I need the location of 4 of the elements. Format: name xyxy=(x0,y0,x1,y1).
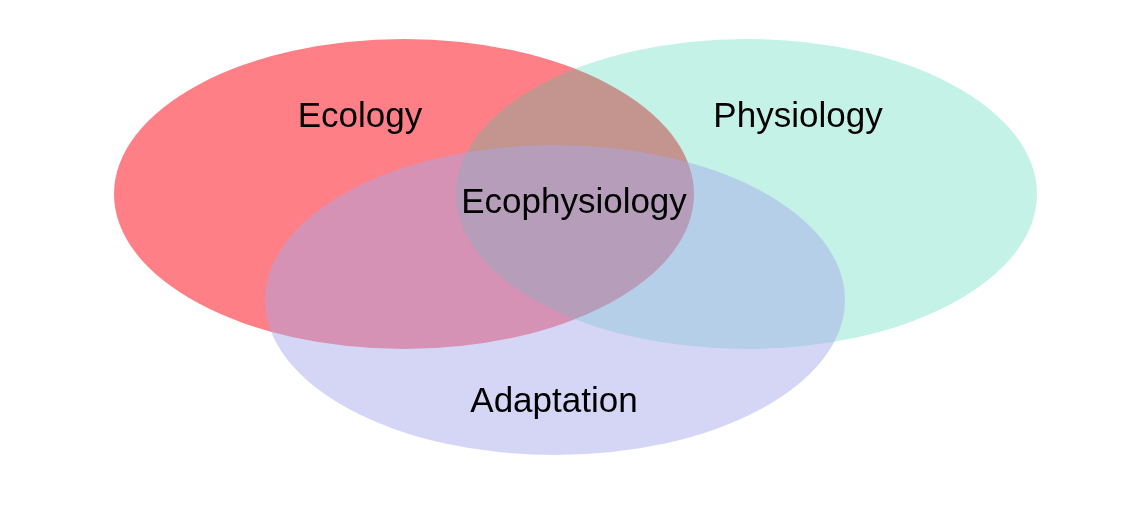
set-label: Physiology xyxy=(713,94,883,136)
intersection-label: Ecophysiology xyxy=(461,180,687,222)
set-label: Ecology xyxy=(297,94,423,136)
set-label: Adaptation xyxy=(470,379,638,421)
